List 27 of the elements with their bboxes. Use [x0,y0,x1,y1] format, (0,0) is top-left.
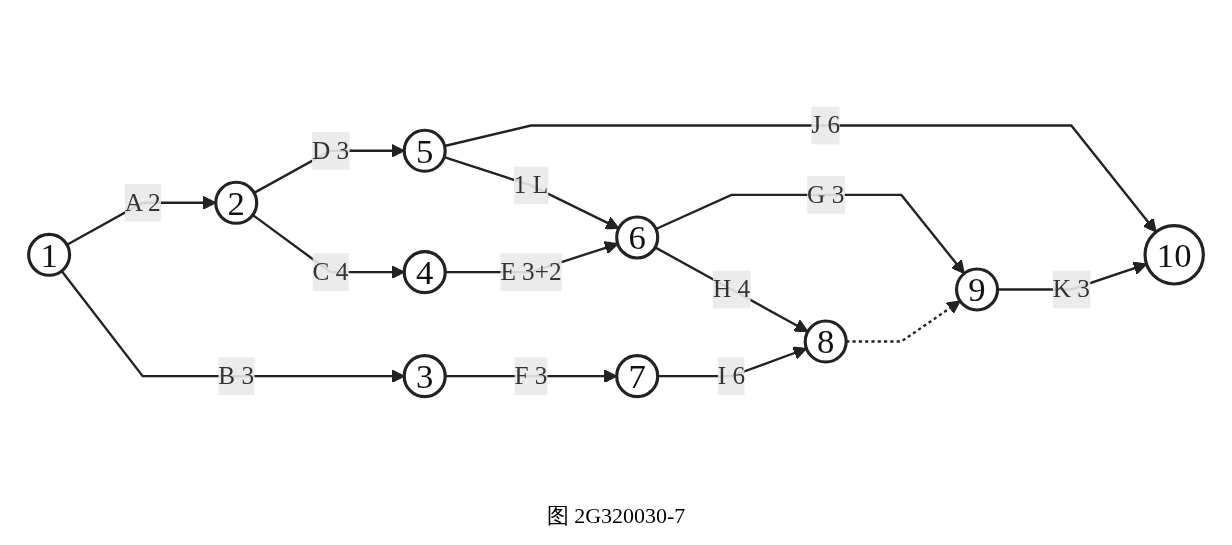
edge-label: B 3 [218,362,255,389]
node-circle: 9 [954,267,1000,312]
edge-label: D 3 [311,136,350,164]
node-circle: 5 [402,128,447,173]
edge-label: 1 L [513,171,549,199]
node-circle: 2 [214,180,259,225]
edge-label: C 4 [312,258,349,285]
edge-label: J 6 [811,111,841,139]
arrow [444,124,1157,233]
edge-label: F 3 [514,362,548,389]
node-circle: 7 [615,354,660,399]
edge-label: H 4 [712,275,751,303]
arrow [846,300,961,343]
arrow [655,193,965,275]
arrow [654,246,809,333]
node-circle: 1 [27,232,72,277]
node-circle: 10 [1143,224,1205,286]
node-circle: 8 [803,319,848,364]
node-circle: 6 [615,215,660,260]
edge-label: I 6 [717,362,746,389]
edge-label: G 3 [807,180,845,208]
edge-label: A 2 [124,188,161,216]
edge-label: K 3 [1052,275,1090,303]
node-circle: 4 [402,250,447,295]
caption: 图 2G320030-7 [546,501,686,530]
edge-label: E 3+2 [500,258,562,285]
node-circle: 3 [402,354,447,399]
